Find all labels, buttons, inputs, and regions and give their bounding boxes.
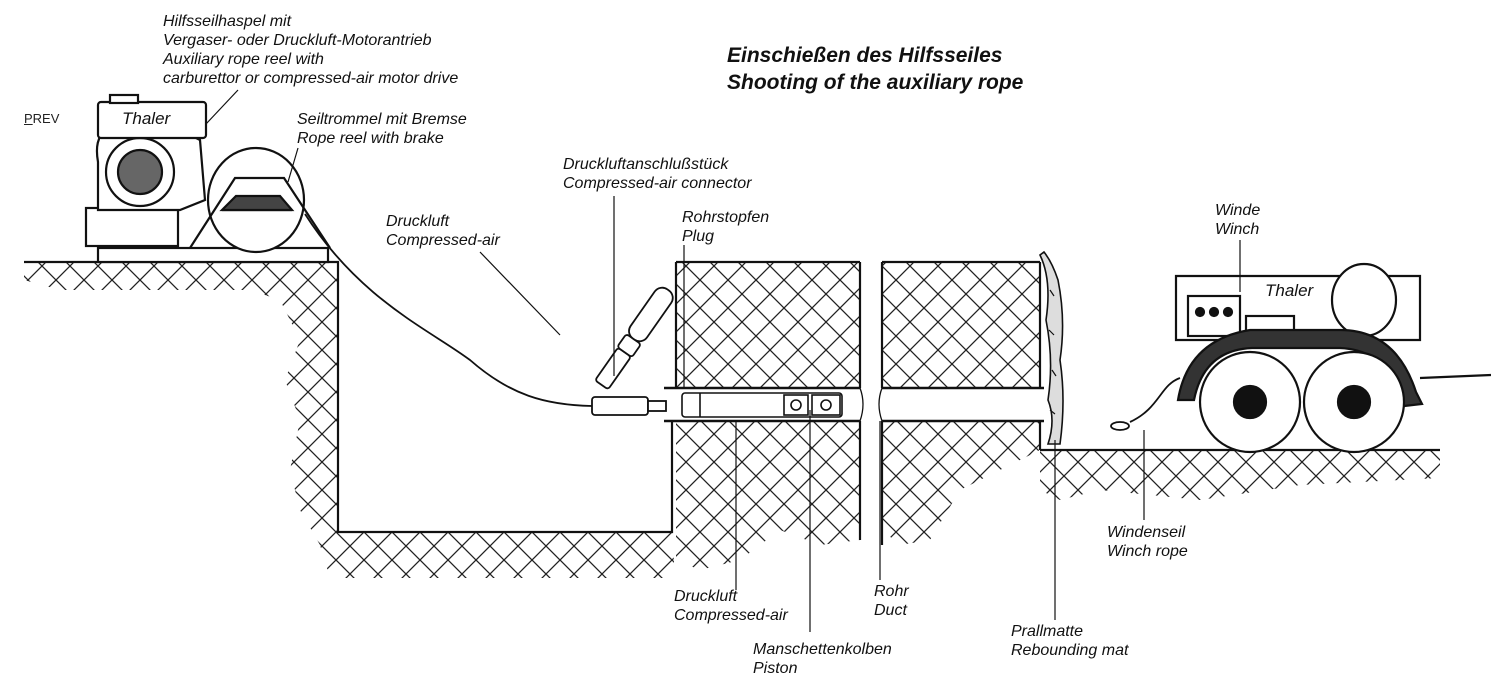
- piston: [681, 392, 843, 418]
- ground-lines: [24, 260, 1440, 545]
- label-rebounding-mat: Prallmatte Rebounding mat: [1011, 623, 1129, 659]
- rope-reel-unit: [84, 93, 331, 264]
- reel-unit-brand: Thaler: [122, 109, 171, 128]
- label-compressed-air-bottom: Druckluft Compressed-air: [674, 588, 788, 624]
- auxiliary-rope: [304, 213, 593, 407]
- soil-block-a: [676, 262, 860, 388]
- label-plug: Rohrstopfen Plug: [682, 209, 770, 245]
- title-german: Einschießen des Hilfsseiles: [727, 44, 1003, 67]
- label-auxiliary-rope-reel: Hilfsseilhaspel mit Vergaser- oder Druck…: [163, 13, 459, 87]
- label-winch-rope: Windenseil Winch rope: [1107, 524, 1188, 560]
- compressed-air-connector: [591, 286, 674, 416]
- label-compressed-air-top: Druckluft Compressed-air: [386, 213, 500, 249]
- soil: [24, 262, 1440, 578]
- label-rope-reel: Seiltrommel mit Bremse Rope reel with br…: [297, 111, 467, 147]
- soil-left-bank: [24, 262, 675, 578]
- winch-rope: [1110, 377, 1181, 431]
- label-winch: Winde Winch: [1215, 202, 1261, 238]
- leader-lines: [205, 89, 1241, 632]
- prev-link[interactable]: PREV: [24, 111, 60, 126]
- title-english: Shooting of the auxiliary rope: [727, 71, 1024, 94]
- soil-right-ground: [1040, 450, 1440, 500]
- soil-block-d: [882, 421, 1040, 545]
- soil-block-c: [882, 262, 1040, 388]
- winch-trailer-brand: Thaler: [1265, 281, 1314, 300]
- rebounding-mat: [1038, 250, 1064, 445]
- winch-trailer: [1174, 262, 1491, 454]
- label-piston: Manschettenkolben Piston: [753, 641, 892, 677]
- label-air-connector: Druckluftanschlußstück Compressed-air co…: [563, 156, 752, 192]
- soil-block-b: [676, 421, 860, 570]
- diagram-title: Einschießen des Hilfsseiles Shooting of …: [727, 42, 1023, 96]
- label-duct: Rohr Duct: [874, 583, 909, 619]
